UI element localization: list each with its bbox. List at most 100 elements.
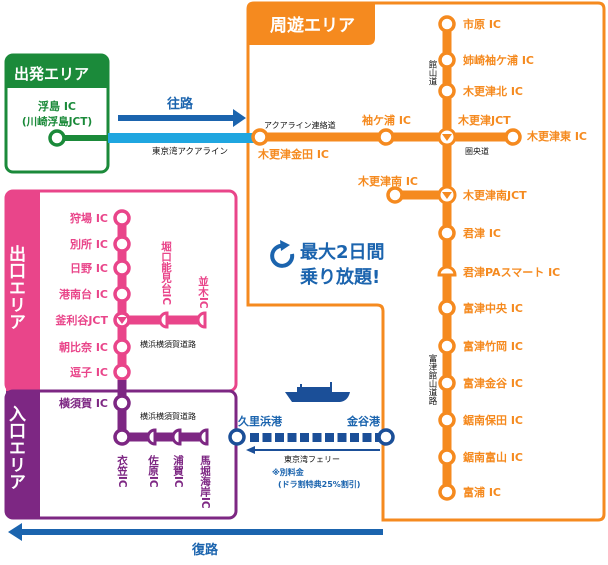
jct-triangle-icon [117,317,127,324]
branch-ic-label: 馬堀海岸IC [199,455,211,509]
ferry-dash [275,433,284,442]
ferry-dash [362,433,372,442]
station-label: 姉崎袖ケ浦 IC [463,53,534,67]
entry-area-header [6,391,40,518]
ferry-note1: ※別料金 [272,467,305,477]
ferry-dash [287,433,297,442]
ic-node[interactable] [113,235,131,253]
ic-node[interactable] [113,338,131,356]
ic-node[interactable] [438,224,456,242]
station-label: 木更津南JCT [462,188,527,202]
station-label: 富津竹岡 IC [463,339,523,353]
horiguchi-ic-label: 堀口能見台IC [160,240,172,305]
station-label: 君津PAスマート IC [463,265,560,279]
outbound-arrow [118,109,246,127]
namiki-ic-node[interactable] [196,311,207,329]
station-label: 朝比奈 IC [59,340,108,354]
ic-node[interactable] [438,411,456,429]
kisarazu-east-ic-node[interactable] [504,128,522,146]
station-label: 港南台 IC [59,287,108,301]
ukishima-ic-node[interactable] [48,129,66,147]
ic-node[interactable] [438,299,456,317]
exit-road-label: 横浜横須賀道路 [140,339,196,349]
station-label: 逗子 IC [70,365,108,379]
jct-triangle-icon [442,192,452,199]
kurihama-port-label: 久里浜港 [238,414,283,428]
return-label: 復路 [191,542,219,558]
ic-node[interactable] [146,428,157,446]
tour-area-header [248,3,375,45]
station-label: 木更津北 IC [462,84,523,98]
kisarazu-east-ic-label: 木更津東 IC [526,129,587,143]
promo-line1: 最大2日間 [300,241,385,263]
kaneda-ic-node[interactable] [251,128,269,146]
futtsu-tateyama-road-label: 富津館山道路 [427,353,437,406]
station-label: 富浦 IC [463,485,501,499]
branch-ic-label: 浦賀IC [172,454,184,488]
ic-node[interactable] [438,337,456,355]
station-label: 日野 IC [70,262,108,275]
yokosuka-ic-node[interactable] [113,394,131,412]
ic-node[interactable] [198,428,209,446]
refresh-icon [270,240,295,268]
ic-node[interactable] [113,209,131,227]
ferry-dash [312,433,322,442]
ic-node[interactable] [438,448,456,466]
aqualine-road [108,133,260,143]
kisarazu-south-ic-label: 木更津南 IC [357,174,418,188]
branch-ic-label: 佐原IC [147,454,159,488]
ukishima-ic-label: 浮島 IC [38,99,76,113]
kisarazu-south-ic-node[interactable] [386,186,404,204]
aqua-link-road-label: アクアライン連絡道 [264,120,336,130]
ferry-dash [325,433,334,442]
ic-node[interactable] [113,363,131,381]
kisarazu-jct-label: 木更津JCT [457,113,511,127]
smart-ic-node[interactable] [437,265,457,277]
ferry-dash [350,433,359,442]
kanaya-port-node[interactable] [377,428,395,446]
promo-line2: 乗り放題! [300,266,380,288]
branch-ic-label: 衣笠IC [116,454,128,488]
sodegaura-ic-label: 袖ケ浦 IC [362,113,411,127]
station-label: 釜利谷JCT [54,313,108,327]
station-label: 鋸南保田 IC [463,413,523,427]
tour-area-title: 周遊エリア [270,15,355,36]
ic-node[interactable] [438,15,456,33]
namiki-ic-label: 並木IC [197,275,209,309]
ic-node[interactable] [113,259,131,277]
ferry-note2: (ドラ割特典25%割引) [278,479,360,489]
kinugasa-ic-node[interactable] [113,428,131,446]
jct-triangle-icon [442,134,452,141]
ic-node[interactable] [113,285,131,303]
kawasaki-jct-label: (川崎浮島JCT) [22,115,92,128]
station-label: 富津中央 IC [463,301,523,315]
kurihama-port-node[interactable] [228,428,246,446]
ken-o-road-label: 圏央道 [465,146,489,156]
ic-node[interactable] [438,82,456,100]
ferry-route [250,433,384,442]
ferry-name-label: 東京湾フェリー [284,454,340,464]
sodegaura-ic-node[interactable] [377,128,395,146]
horiguchi-ic-node[interactable] [158,311,169,329]
return-arrow [8,523,383,541]
ferry-dash [250,433,259,442]
exit-area-header [6,191,40,391]
ferry-dash [262,433,272,442]
station-label: 市原 IC [463,17,501,31]
ic-node[interactable] [438,483,456,501]
entry-area-title: 入口エリア [5,405,26,490]
entry-road-label: 横浜横須賀道路 [140,411,196,421]
station-label: 富津金谷 IC [463,376,523,390]
start-area-header [6,55,108,88]
ferry-dash [300,433,309,442]
ship-icon [285,382,350,402]
yokosuka-ic-label: 横須賀 IC [59,396,108,410]
station-label: 鋸南富山 IC [463,450,523,464]
tateyama-road-label: 館山道 [427,59,437,86]
ic-node[interactable] [438,51,456,69]
ic-node[interactable] [171,428,182,446]
ic-node[interactable] [438,374,456,392]
outbound-label: 往路 [167,96,194,112]
ferry-arrow [246,446,380,454]
